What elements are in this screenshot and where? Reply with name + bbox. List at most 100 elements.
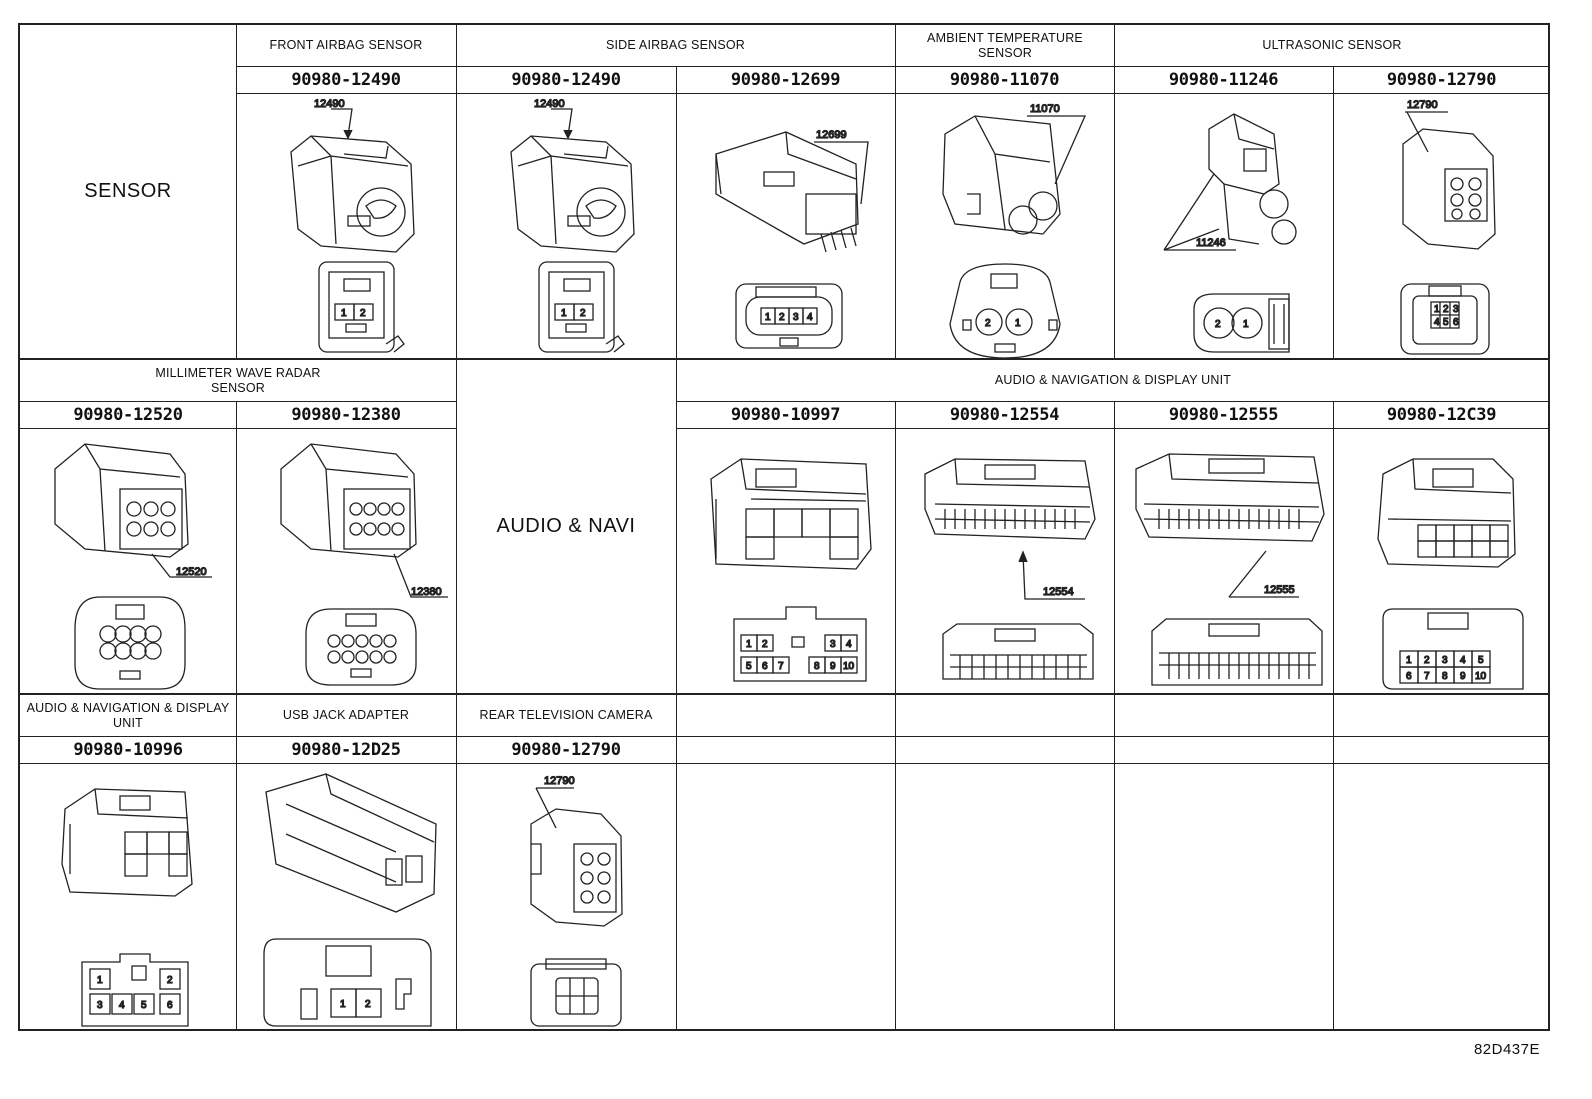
callout-label: 12490 — [314, 98, 345, 110]
svg-text:8: 8 — [1442, 671, 1448, 682]
usb-jack-12D25-connector-drawing: 1 2 — [236, 764, 456, 1031]
part-number: 90980-12554 — [949, 404, 1060, 425]
svg-text:1: 1 — [561, 308, 567, 319]
callout-label: 12554 — [1043, 586, 1074, 598]
svg-text:3: 3 — [793, 312, 799, 323]
callout-label: 12555 — [1264, 584, 1295, 596]
svg-text:5: 5 — [746, 661, 752, 672]
side-airbag-connector-drawing: 12490 1 2 — [456, 94, 676, 358]
svg-text:1: 1 — [340, 999, 346, 1010]
ultrasonic-11246-connector-drawing: 11246 2 1 — [1114, 94, 1333, 358]
svg-text:2: 2 — [762, 639, 768, 650]
svg-text:9: 9 — [1460, 671, 1466, 682]
ultrasonic-sensor-title: ULTRASONIC SENSOR — [1262, 38, 1402, 52]
svg-text:10: 10 — [843, 661, 855, 672]
callout-label: 12520 — [176, 566, 207, 578]
audio-navi-category-label: AUDIO & NAVI — [496, 515, 636, 537]
svg-text:2: 2 — [1424, 655, 1430, 666]
svg-text:1: 1 — [746, 639, 752, 650]
svg-text:4: 4 — [119, 1000, 125, 1011]
svg-text:1: 1 — [1434, 304, 1440, 315]
part-number: 90980-12699 — [730, 69, 841, 90]
callout-label: 12790 — [1407, 99, 1438, 111]
millimeter-wave-radar-title: MILLIMETER WAVE RADAR SENSOR — [155, 365, 321, 395]
svg-text:1: 1 — [341, 308, 347, 319]
svg-text:3: 3 — [1453, 304, 1459, 315]
svg-text:5: 5 — [1478, 655, 1484, 666]
callout-label: 12490 — [534, 98, 565, 110]
svg-text:6: 6 — [1406, 671, 1412, 682]
part-number: 90980-12790 — [511, 739, 621, 760]
figure-code: 82D437E — [1473, 1041, 1540, 1058]
audio-nav-12554-connector-drawing: 12554 — [895, 429, 1114, 693]
part-number: 90980-12490 — [291, 69, 401, 90]
svg-text:4: 4 — [1434, 317, 1440, 328]
svg-text:4: 4 — [807, 312, 813, 323]
svg-text:9: 9 — [830, 661, 836, 672]
svg-text:3: 3 — [1442, 655, 1448, 666]
side-airbag-12699-connector-drawing: 12699 1 2 3 4 — [676, 94, 895, 358]
callout-label: 11070 — [1030, 103, 1060, 115]
svg-text:3: 3 — [830, 639, 836, 650]
svg-text:6: 6 — [762, 661, 768, 672]
audio-nav-12C39-connector-drawing: 1 2 3 4 5 6 7 8 9 10 — [1333, 429, 1550, 693]
svg-text:5: 5 — [1443, 317, 1449, 328]
part-number: 90980-12380 — [291, 404, 401, 425]
usb-jack-adapter-title: USB JACK ADAPTER — [282, 708, 410, 722]
svg-text:5: 5 — [141, 1000, 147, 1011]
svg-text:7: 7 — [778, 661, 784, 672]
svg-text:8: 8 — [814, 661, 820, 672]
svg-text:2: 2 — [580, 308, 586, 319]
ambient-temperature-sensor-title: AMBIENT TEMPERATURE SENSOR — [927, 30, 1083, 60]
radar-12380-connector-drawing: 12380 — [236, 429, 456, 693]
svg-text:6: 6 — [1453, 317, 1459, 328]
svg-text:1: 1 — [97, 975, 103, 986]
svg-text:2: 2 — [1215, 319, 1221, 330]
part-number: 90980-12C39 — [1386, 404, 1497, 425]
sensor-category-label: SENSOR — [84, 180, 172, 202]
svg-text:6: 6 — [167, 1000, 173, 1011]
audio-navigation-display-unit-title: AUDIO & NAVIGATION & DISPLAY UNIT — [994, 373, 1232, 387]
svg-text:10: 10 — [1475, 671, 1487, 682]
ultrasonic-12790-connector-drawing: 12790 1 2 3 4 5 6 — [1333, 94, 1550, 358]
svg-text:2: 2 — [167, 975, 173, 986]
svg-text:2: 2 — [1443, 304, 1449, 315]
part-number: 90980-10996 — [73, 739, 183, 760]
part-number: 90980-11246 — [1168, 69, 1279, 90]
rear-camera-12790-connector-drawing: 12790 — [456, 764, 676, 1031]
audio-nav-10997-connector-drawing: 1 2 3 4 5 6 7 8 9 10 — [676, 429, 895, 693]
part-number: 90980-12520 — [73, 404, 183, 425]
svg-text:1: 1 — [1015, 318, 1021, 329]
svg-text:2: 2 — [360, 308, 366, 319]
svg-text:2: 2 — [779, 312, 785, 323]
radar-12520-connector-drawing: 12520 — [20, 429, 236, 693]
front-airbag-sensor-title: FRONT AIRBAG SENSOR — [269, 38, 423, 52]
svg-text:7: 7 — [1424, 671, 1430, 682]
callout-label: 12380 — [411, 586, 442, 598]
svg-text:1: 1 — [765, 312, 771, 323]
callout-label: 12790 — [544, 775, 575, 787]
svg-text:1: 1 — [1406, 655, 1412, 666]
connector-chart: SENSOR FRONT AIRBAG SENSOR SIDE AIRBAG S… — [18, 23, 1550, 1031]
side-airbag-sensor-title: SIDE AIRBAG SENSOR — [605, 38, 746, 52]
part-number: 90980-12790 — [1386, 69, 1497, 90]
svg-text:4: 4 — [1460, 655, 1466, 666]
ambient-temperature-connector-drawing: 11070 2 1 — [895, 94, 1114, 358]
callout-label: 11246 — [1196, 237, 1226, 249]
callout-label: 12699 — [816, 129, 847, 141]
part-number: 90980-12490 — [511, 69, 621, 90]
rear-television-camera-title: REAR TELEVISION CAMERA — [479, 708, 653, 722]
front-airbag-connector-drawing: 12490 1 2 — [236, 94, 456, 358]
audio-nav-12555-connector-drawing: 12555 — [1114, 429, 1333, 693]
audio-nav-10996-connector-drawing: 1 2 3 4 5 6 — [20, 764, 236, 1031]
audio-navigation-display-unit-title-2: AUDIO & NAVIGATION & DISPLAY UNIT — [26, 700, 230, 730]
svg-text:1: 1 — [1243, 319, 1249, 330]
svg-text:3: 3 — [97, 1000, 103, 1011]
part-number: 90980-12555 — [1168, 404, 1279, 425]
svg-text:2: 2 — [365, 999, 371, 1010]
part-number: 90980-12D25 — [291, 739, 401, 760]
part-number: 90980-10997 — [730, 404, 841, 425]
svg-text:4: 4 — [846, 639, 852, 650]
svg-text:2: 2 — [985, 318, 991, 329]
part-number: 90980-11070 — [949, 69, 1060, 90]
